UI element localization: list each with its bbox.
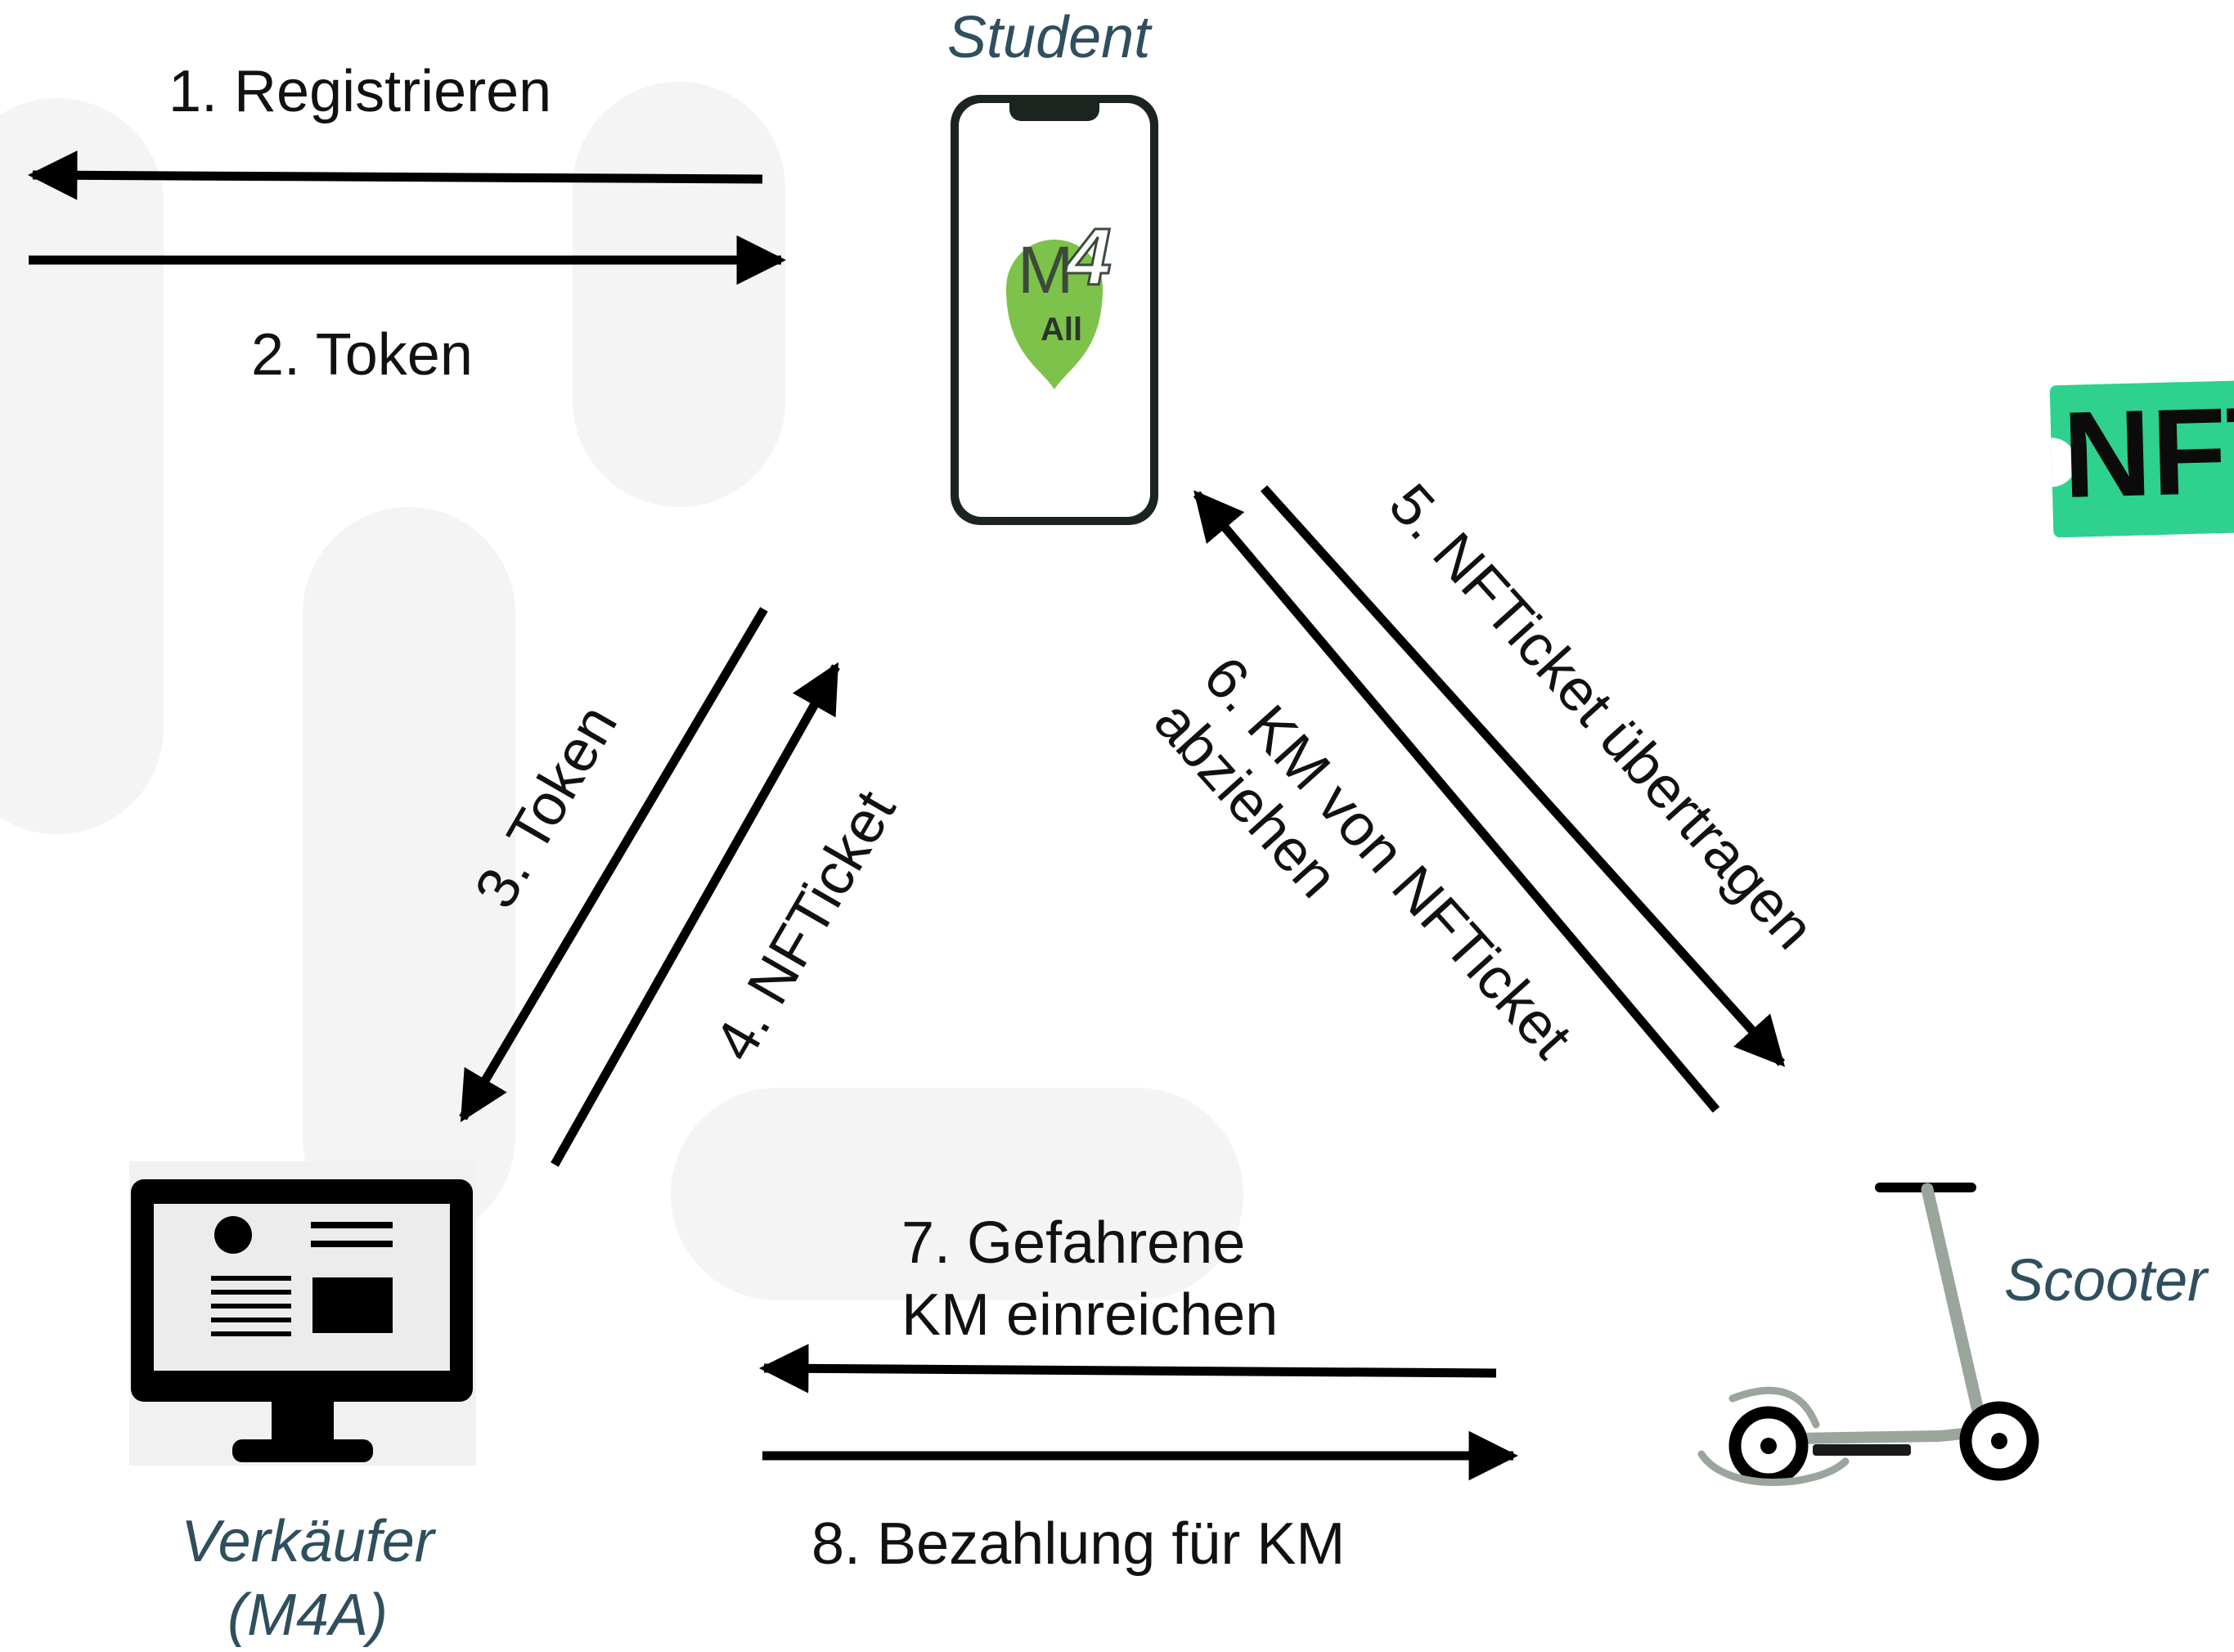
app-logo-letter: M bbox=[1018, 233, 1073, 308]
arrow-step-5 bbox=[1260, 485, 1786, 1067]
arrow-step-6 bbox=[1193, 490, 1720, 1113]
nft-logo: NFT bbox=[2049, 379, 2234, 538]
app-logo-subtext: All bbox=[1041, 312, 1082, 348]
nft-logo-text: NFT bbox=[2061, 379, 2234, 524]
arrow-step-1 bbox=[27, 150, 763, 200]
arrow-step-4 bbox=[551, 662, 840, 1167]
step-label-1: 1. Registrieren bbox=[169, 59, 552, 124]
step-label-7: 7. Gefahrene KM einreichen bbox=[901, 1210, 1279, 1348]
actor-label-scooter: Scooter bbox=[2004, 1248, 2208, 1313]
actor-label-student: Student bbox=[947, 5, 1151, 70]
step-label-2: 2. Token bbox=[251, 322, 473, 388]
app-logo-digit: 4 bbox=[1065, 212, 1112, 302]
arrow-step-3 bbox=[459, 607, 768, 1123]
app-logo: M 4 All bbox=[1006, 211, 1113, 389]
arrow-step-7 bbox=[758, 1344, 1497, 1394]
desktop-computer-icon bbox=[129, 1161, 476, 1466]
smartphone-icon: M 4 All bbox=[951, 95, 1158, 525]
actor-label-vendor: Verkäufer (M4A) bbox=[181, 1509, 434, 1648]
scooter-icon bbox=[1697, 1183, 2039, 1486]
step-label-8: 8. Bezahlung für KM bbox=[811, 1511, 1346, 1577]
